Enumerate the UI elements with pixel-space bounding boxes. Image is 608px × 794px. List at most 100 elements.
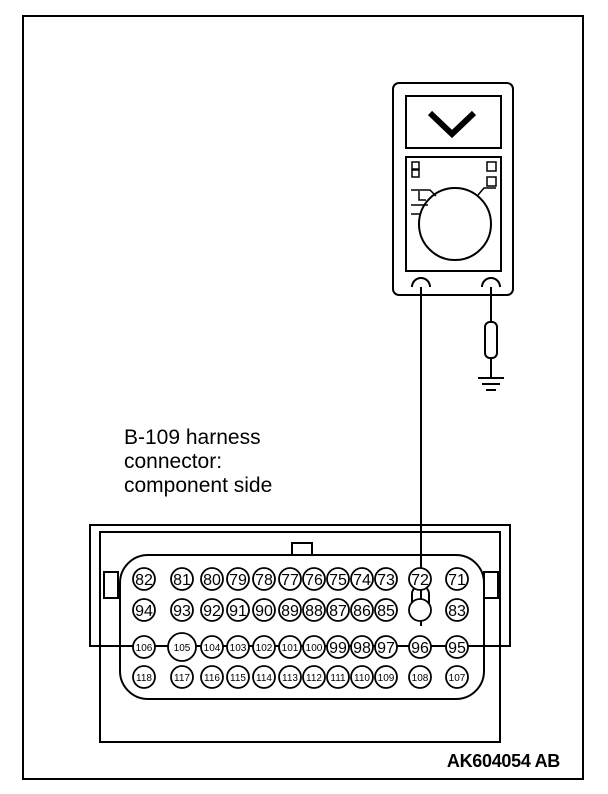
pin-74: 74 — [350, 567, 374, 591]
pin-label: 73 — [377, 572, 395, 589]
pin-77: 77 — [278, 567, 302, 591]
left-latch — [103, 571, 119, 599]
pin-104: 104 — [200, 635, 224, 659]
connector-inner-shell — [99, 531, 501, 743]
figure-border — [22, 15, 584, 780]
meter-panel — [405, 156, 502, 272]
pin-102: 102 — [252, 635, 276, 659]
pin-76: 76 — [302, 567, 326, 591]
pin-98: 98 — [350, 635, 374, 659]
pin-97: 97 — [374, 635, 398, 659]
pin-116: 116 — [200, 665, 224, 689]
pin-80: 80 — [200, 567, 224, 591]
pin-label: 89 — [281, 603, 299, 620]
right-latch — [483, 571, 499, 599]
pin-label: 87 — [329, 603, 347, 620]
pin-label: 88 — [305, 603, 323, 620]
voltage-v-icon — [427, 110, 477, 139]
pin-79: 79 — [226, 567, 250, 591]
pin-label: 96 — [411, 640, 429, 657]
pin-87: 87 — [326, 598, 350, 622]
pin-label: 72 — [411, 572, 429, 589]
pin-label: 114 — [256, 673, 272, 684]
pin-label: 116 — [204, 673, 220, 684]
pin-100: 100 — [302, 635, 326, 659]
figure-code: AK604054 AB — [446, 751, 560, 771]
rotary-dial — [418, 187, 492, 261]
pin-71: 71 — [445, 567, 469, 591]
pin-label: 102 — [256, 643, 273, 654]
pin-93: 93 — [170, 598, 194, 622]
pin-111: 111 — [326, 665, 350, 689]
pin-label: 86 — [353, 603, 371, 620]
pin-label: 79 — [229, 572, 247, 589]
pin-label: 99 — [329, 640, 347, 657]
pin-110: 110 — [350, 665, 374, 689]
pin-118: 118 — [132, 665, 156, 689]
connector-label: B-109 harness connector: component side — [124, 426, 272, 498]
pin-75: 75 — [326, 567, 350, 591]
pin-92: 92 — [200, 598, 224, 622]
pin-label: 92 — [203, 603, 221, 620]
pin-label: 101 — [282, 643, 299, 654]
pin-86: 86 — [350, 598, 374, 622]
pin-label: 77 — [281, 572, 299, 589]
pin-label: 115 — [230, 673, 246, 684]
pin-label: 111 — [330, 673, 346, 684]
pin-82: 82 — [132, 567, 156, 591]
pin-label: 95 — [448, 640, 466, 657]
pin-88: 88 — [302, 598, 326, 622]
pin-115: 115 — [226, 665, 250, 689]
meter-body — [392, 82, 514, 296]
pin-73: 73 — [374, 567, 398, 591]
pin-label: 107 — [449, 673, 466, 684]
pin-label: 78 — [255, 572, 273, 589]
pin-103: 103 — [226, 635, 250, 659]
pin-label: 83 — [448, 603, 466, 620]
pin-label: 93 — [173, 603, 191, 620]
pin-label: 82 — [135, 572, 153, 589]
ground-clip — [484, 321, 498, 359]
pin-114: 114 — [252, 665, 276, 689]
pin-117: 117 — [170, 665, 194, 689]
pin-95: 95 — [445, 635, 469, 659]
pin-112: 112 — [302, 665, 326, 689]
pin-107: 107 — [445, 665, 469, 689]
pin-96: 96 — [408, 635, 432, 659]
volt-jack — [481, 277, 501, 288]
switch-icon — [411, 161, 420, 170]
pin-label: 113 — [282, 673, 298, 684]
pin-label: 117 — [174, 673, 190, 684]
pin-label: 98 — [353, 640, 371, 657]
pin-89: 89 — [278, 598, 302, 622]
pin-label: 94 — [135, 603, 153, 620]
pin-label: 105 — [174, 643, 191, 654]
pin-label: 104 — [204, 643, 221, 654]
com-jack — [411, 277, 431, 288]
pin-84 — [408, 598, 432, 622]
pin-label: 91 — [229, 603, 247, 620]
pin-label: 81 — [173, 572, 191, 589]
pin-label: 108 — [412, 673, 429, 684]
multimeter — [392, 82, 514, 296]
pin-108: 108 — [408, 665, 432, 689]
pin-85: 85 — [374, 598, 398, 622]
pin-label: 75 — [329, 572, 347, 589]
pin-label: 74 — [353, 572, 371, 589]
pin-label: 109 — [378, 673, 395, 684]
pin-94: 94 — [132, 598, 156, 622]
connector-label-line1: B-109 harness — [124, 426, 261, 449]
pin-90: 90 — [252, 598, 276, 622]
pin-label: 80 — [203, 572, 221, 589]
pin-label: 100 — [306, 643, 323, 654]
pin-91: 91 — [226, 598, 250, 622]
pin-label: 110 — [354, 673, 370, 684]
pin-label: 90 — [255, 603, 273, 620]
pin-99: 99 — [326, 635, 350, 659]
pin-106: 106 — [132, 635, 156, 659]
pin-label: 103 — [230, 643, 247, 654]
connector-label-line3: component side — [124, 474, 273, 497]
pin-label: 85 — [377, 603, 395, 620]
